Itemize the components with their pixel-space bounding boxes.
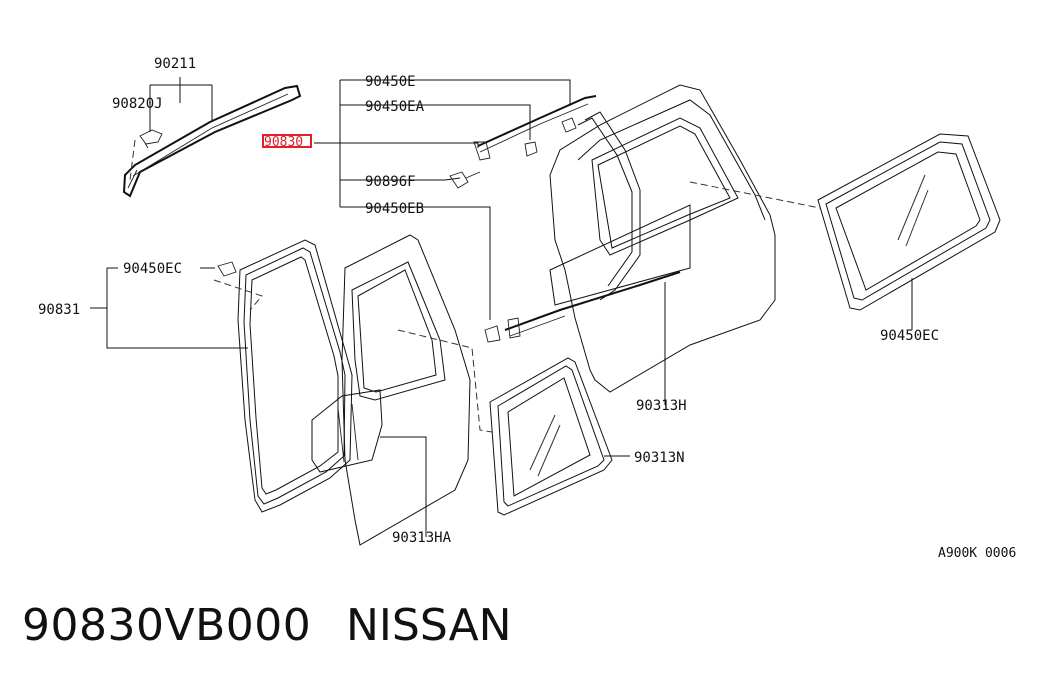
callout-90313h: 90313H — [636, 398, 687, 414]
callout-90313m: 90450EC — [880, 328, 939, 344]
callout-90211: 90211 — [154, 56, 196, 72]
upper-rail-drawing — [449, 95, 597, 189]
callout-90450ec: 90450EC — [123, 261, 182, 277]
callout-90450eb: 90450EB — [365, 201, 424, 217]
glass-90313n-drawing — [489, 357, 613, 516]
glass-90313m-drawing — [817, 133, 1001, 311]
callout-90313n: 90313N — [634, 450, 685, 466]
highlight-box — [262, 134, 312, 148]
rear-body-panel-drawing — [484, 84, 821, 393]
brand-name: NISSAN — [346, 600, 512, 651]
weatherstrip-90831-drawing — [213, 239, 353, 513]
callout-90830-highlight: 90830 — [264, 135, 303, 150]
callout-90313ha: 90313HA — [392, 530, 452, 546]
callout-90896f: 90896F — [365, 174, 416, 190]
callout-90450ea: 90450EA — [365, 99, 425, 115]
part-number: 90830VB000 — [22, 600, 312, 651]
door-panel-90313ha-drawing — [311, 234, 493, 546]
reference-code: A900K 0006 — [938, 546, 1016, 561]
callout-90831: 90831 — [38, 302, 80, 318]
callout-90820j: 90820J — [112, 96, 163, 112]
callout-90450e: 90450E — [365, 74, 416, 90]
